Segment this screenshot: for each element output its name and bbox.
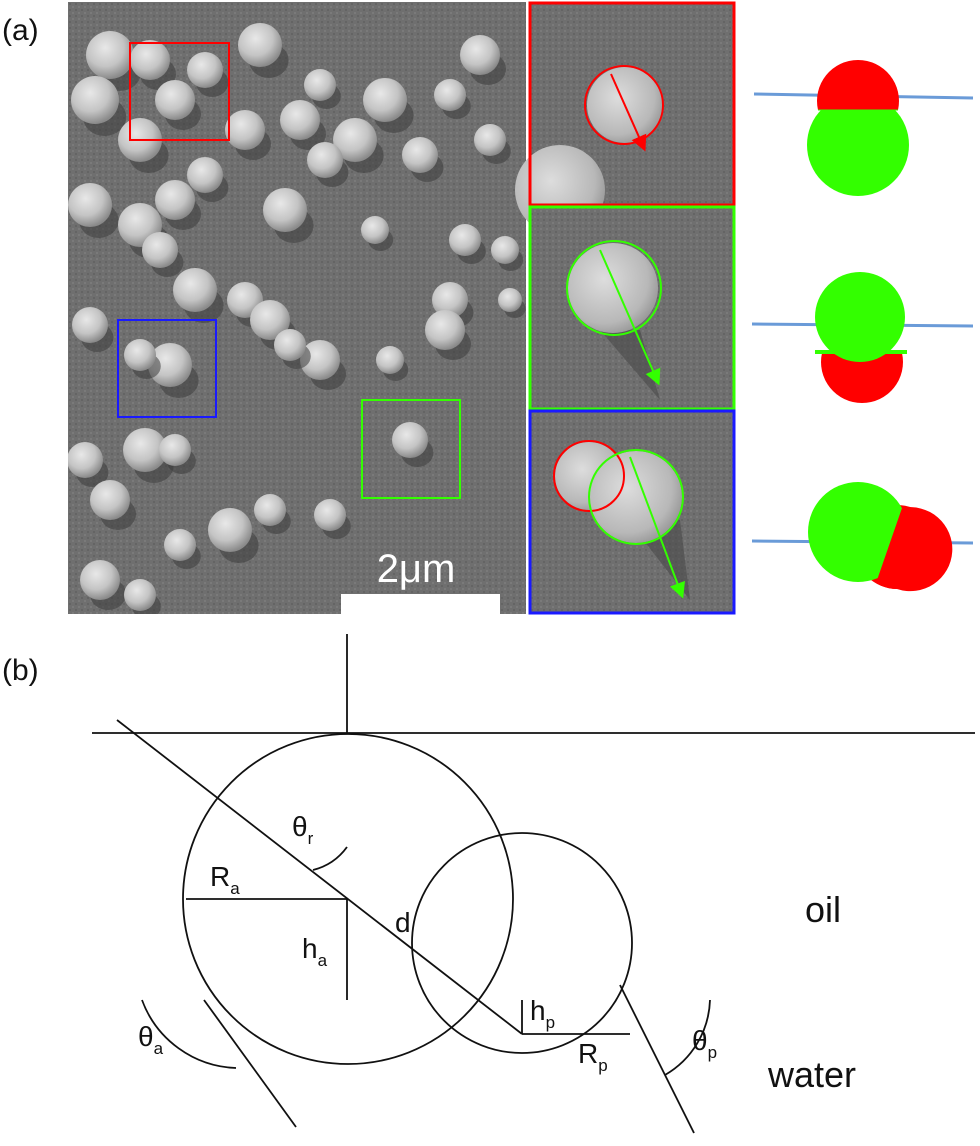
particle [474, 124, 506, 156]
particle [376, 346, 404, 374]
red-orientation-arrow [610, 73, 647, 152]
particle [263, 188, 307, 232]
schematic-particle-water-down [751, 272, 974, 403]
sem-image [68, 2, 526, 614]
particle [392, 422, 428, 458]
diagram-labels: θr Ra ha d θa hp Rp θp oil water [138, 811, 856, 1095]
particle [254, 494, 286, 526]
label-water: water [767, 1054, 856, 1095]
label-theta-r: θr [292, 811, 314, 848]
particle [124, 579, 156, 611]
zoom-inset-green [528, 205, 736, 411]
particle [361, 216, 389, 244]
particle [187, 52, 223, 88]
schematic-particle-oil-up [753, 59, 974, 196]
particle [68, 183, 112, 227]
particle [86, 31, 134, 79]
arc-theta-p [664, 999, 711, 1076]
particle [238, 23, 282, 67]
sem-particles [68, 23, 526, 614]
particle [159, 434, 191, 466]
particle [173, 268, 217, 312]
label-d: d [395, 907, 411, 938]
particle [434, 79, 466, 111]
panel-a-label: (a) [2, 14, 39, 47]
center-line-d [116, 719, 523, 1035]
particle [80, 560, 120, 600]
particle [142, 232, 178, 268]
panel-b-label: (b) [2, 654, 39, 687]
blue-inset-arrow [629, 456, 685, 599]
particle [250, 300, 290, 340]
particle [90, 480, 130, 520]
particle [123, 428, 167, 472]
arc-theta-a [141, 999, 237, 1069]
particle [274, 329, 306, 361]
scale-bar-label: 2μm [377, 547, 456, 591]
tangent-right [619, 984, 695, 1134]
blue-inset-green-circle [588, 449, 684, 545]
label-ha: ha [302, 933, 328, 970]
particle [148, 343, 192, 387]
particle [187, 157, 223, 193]
blue-inset-red-circle [553, 440, 625, 512]
green-fit-circle [566, 240, 662, 336]
green-orientation-arrow [599, 249, 661, 386]
particle [155, 180, 195, 220]
particle [402, 137, 438, 173]
particle [425, 310, 465, 350]
label-Ra: Ra [210, 861, 240, 898]
particle [300, 340, 340, 380]
particle [363, 78, 407, 122]
tangent-left [203, 999, 297, 1128]
particle [280, 100, 320, 140]
zoom-inset-blue [528, 409, 736, 615]
particle [460, 35, 500, 75]
green-selection-box [361, 399, 461, 499]
particle [432, 282, 468, 318]
red-selection-box [129, 42, 230, 141]
particle [304, 69, 336, 101]
small-sphere [411, 832, 633, 1054]
particle [72, 307, 108, 343]
schematic-particle-tilted [751, 482, 974, 592]
particle [71, 76, 119, 124]
label-oil: oil [805, 889, 841, 930]
geometry-diagram [92, 634, 975, 1134]
particle [124, 339, 156, 371]
particle [68, 442, 103, 478]
label-hp: hp [530, 995, 555, 1032]
particle [130, 40, 170, 80]
label-theta-p: θp [692, 1025, 717, 1062]
scale-bar [341, 594, 500, 614]
particle [155, 80, 195, 120]
particle [498, 288, 522, 312]
zoom-inset-red [515, 1, 736, 235]
particle [225, 110, 265, 150]
particle [491, 236, 519, 264]
particle [208, 508, 252, 552]
particle [164, 529, 196, 561]
large-sphere [182, 733, 514, 1065]
blue-selection-box [117, 319, 217, 418]
particle [449, 224, 481, 256]
label-theta-a: θa [138, 1021, 164, 1058]
particle [314, 499, 346, 531]
label-Rp: Rp [578, 1038, 608, 1075]
particle [333, 118, 377, 162]
red-fit-circle [584, 65, 664, 145]
particle [307, 142, 343, 178]
arc-theta-r [312, 846, 348, 871]
